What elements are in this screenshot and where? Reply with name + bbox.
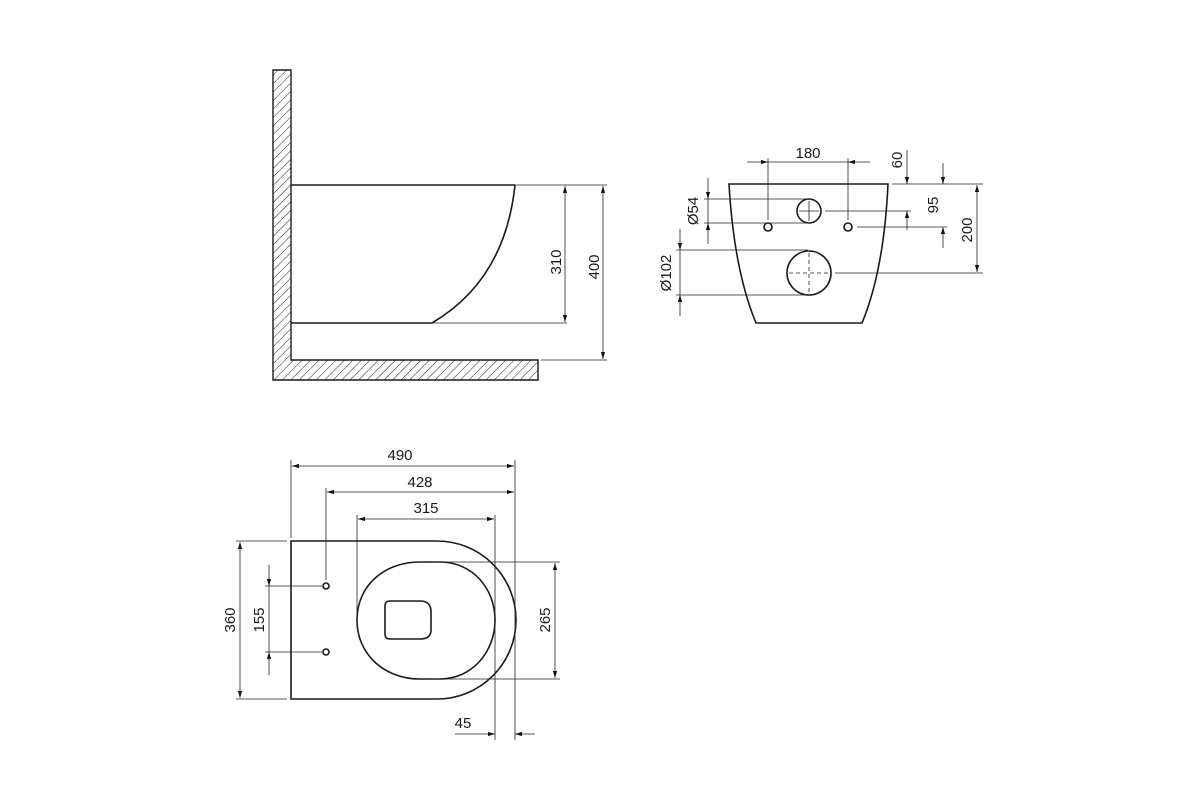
dim-label-102: Ø102 [658, 255, 675, 292]
dim-label-315: 315 [413, 500, 438, 517]
seat-opening [356, 561, 496, 680]
inlet-circle [796, 198, 822, 224]
dim-label-310: 310 [548, 249, 565, 274]
dim-label-428: 428 [407, 474, 432, 491]
rear-view: 180 Ø54 Ø102 60 95 200 [658, 145, 983, 324]
dim-label-95: 95 [925, 197, 942, 214]
top-view: 490 428 315 360 155 265 45 [222, 447, 560, 740]
dim-label-265: 265 [537, 607, 554, 632]
outlet-circle [786, 250, 832, 296]
fixing-hole-left [763, 222, 773, 232]
dim-label-155: 155 [251, 607, 268, 632]
fixing-hole-right [843, 222, 853, 232]
bowl-inner [384, 600, 432, 640]
dim-label-45: 45 [455, 715, 472, 732]
top-outline [290, 540, 517, 700]
dim-label-400: 400 [586, 254, 603, 279]
rear-outline [728, 183, 889, 324]
fixing-hole-top [322, 582, 330, 590]
wall-hatch [272, 69, 539, 381]
dim-label-490: 490 [387, 447, 412, 464]
bowl-front-curve [431, 184, 516, 324]
dim-label-200: 200 [959, 217, 976, 242]
dim-label-360: 360 [222, 607, 239, 632]
dim-label-54: Ø54 [685, 197, 702, 225]
dim-label-180: 180 [795, 145, 820, 162]
side-view: 310 400 [272, 69, 607, 381]
dim-label-60: 60 [889, 152, 906, 169]
fixing-hole-bottom [322, 648, 330, 656]
